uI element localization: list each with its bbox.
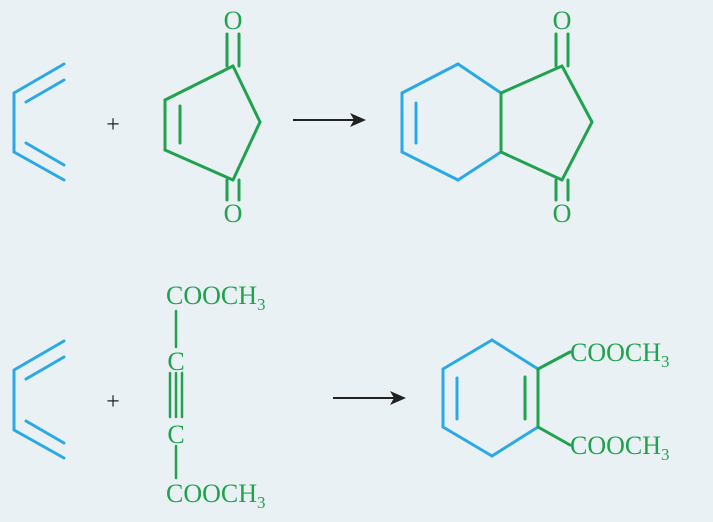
reaction-arrow-2 (333, 391, 406, 405)
product-1-dienophile-part (499, 32, 594, 202)
product-2-dienophile-part (523, 350, 572, 447)
product-oxygen-top: O (553, 6, 572, 35)
ester-bottom: COOCH3 (166, 479, 266, 512)
cyclopentenedione (163, 32, 262, 202)
product-oxygen-bottom: O (553, 199, 572, 228)
alkyne-carbon-top: C (167, 347, 184, 376)
reactant-oxygen-top: O (224, 6, 243, 35)
product-1-diene-part (400, 62, 503, 182)
reaction-1: + O O (12, 6, 594, 228)
ester-top: COOCH3 (166, 281, 266, 314)
alkyne-bonds (168, 309, 184, 480)
reaction-2: + COOCH3 C C COOCH3 (12, 281, 670, 512)
alkyne-carbon-bottom: C (167, 420, 184, 449)
product-2-diene-part (441, 338, 540, 458)
butadiene-1 (12, 62, 66, 182)
reaction-arrow-1 (293, 113, 366, 127)
reactant-oxygen-bottom: O (224, 199, 243, 228)
product-ester-top: COOCH3 (570, 338, 670, 371)
product-ester-bottom: COOCH3 (570, 431, 670, 464)
plus-sign-2: + (106, 389, 120, 415)
butadiene-2 (12, 339, 66, 460)
plus-sign-1: + (106, 112, 120, 138)
